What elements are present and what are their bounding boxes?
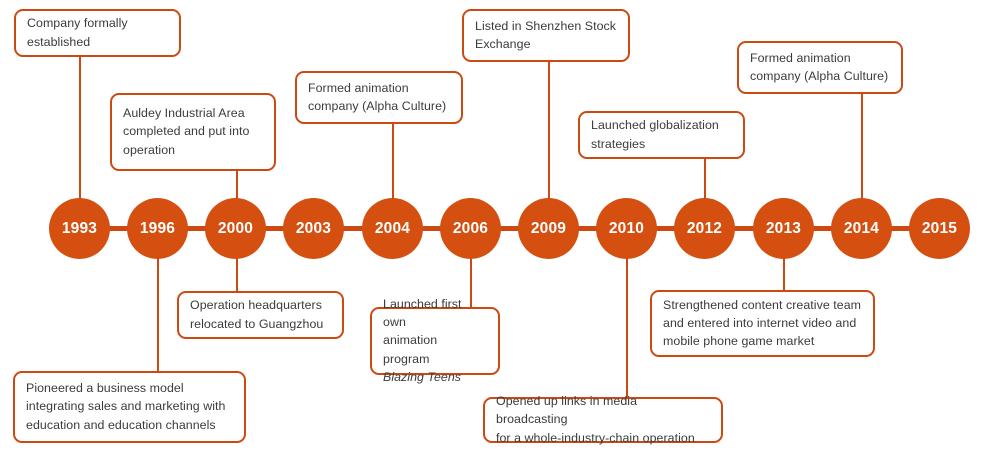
leader-line-2012 xyxy=(704,158,706,200)
node-year-label: 2000 xyxy=(217,219,254,237)
node-year-label: 2003 xyxy=(295,219,332,237)
timeline-node-2015[interactable]: 2015 xyxy=(909,198,970,259)
node-year-label: 2012 xyxy=(686,219,723,237)
callout-2000[interactable]: Operation headquarters relocated to Guan… xyxy=(177,291,344,339)
leader-line-2004 xyxy=(392,124,394,200)
spine-segment xyxy=(733,226,757,231)
callout-2012[interactable]: Launched globalization strategies xyxy=(578,111,745,159)
callout-2009[interactable]: Listed in Shenzhen Stock Exchange xyxy=(462,9,630,62)
callout-2010[interactable]: Opened up links in media broadcasting fo… xyxy=(483,394,723,445)
timeline-node-1993[interactable]: 1993 xyxy=(49,198,110,259)
node-year-label: 2009 xyxy=(530,219,567,237)
spine-segment xyxy=(186,226,210,231)
timeline-node-2006[interactable]: 2006 xyxy=(440,198,501,259)
callout-text: Pioneered a business model integrating s… xyxy=(26,381,226,432)
node-year-label: 2004 xyxy=(374,219,411,237)
callout-text: Launched globalization strategies xyxy=(591,118,719,151)
callout-line-1: Launched first own xyxy=(383,296,462,330)
callout-text: Formed animation company (Alpha Culture) xyxy=(308,80,447,113)
callout-text: Listed in Shenzhen Stock Exchange xyxy=(475,18,617,51)
callout-text: Opened up links in media broadcasting fo… xyxy=(496,394,695,445)
spine-segment xyxy=(655,226,679,231)
node-year-label: 2014 xyxy=(843,219,880,237)
spine-segment xyxy=(890,226,914,231)
callout-1996-above[interactable]: Auldey Industrial Area completed and put… xyxy=(110,93,276,171)
timeline-node-2009[interactable]: 2009 xyxy=(518,198,579,259)
leader-line-1993 xyxy=(79,56,81,200)
leader-line-2010 xyxy=(626,258,628,398)
callout-text: Auldey Industrial Area completed and put… xyxy=(123,106,250,157)
node-year-label: 2006 xyxy=(452,219,489,237)
timeline-node-2003[interactable]: 2003 xyxy=(283,198,344,259)
leader-line-2013 xyxy=(783,258,785,292)
spine-segment xyxy=(264,226,288,231)
node-year-label: 1996 xyxy=(139,219,176,237)
callout-text: Formed animation company (Alpha Culture) xyxy=(750,50,889,83)
callout-program-title: Blazing Teens xyxy=(383,369,462,384)
timeline-node-2000[interactable]: 2000 xyxy=(205,198,266,259)
timeline-node-2014[interactable]: 2014 xyxy=(831,198,892,259)
callout-1993[interactable]: Company formally established xyxy=(14,9,181,57)
node-year-label: 2013 xyxy=(765,219,802,237)
spine-segment xyxy=(499,226,523,231)
timeline-node-1996[interactable]: 1996 xyxy=(127,198,188,259)
spine-segment xyxy=(421,226,445,231)
leader-line-1996-below xyxy=(157,258,159,372)
callout-2004[interactable]: Formed animation company (Alpha Culture) xyxy=(295,71,463,124)
timeline-node-2013[interactable]: 2013 xyxy=(753,198,814,259)
leader-line-2014 xyxy=(861,93,863,200)
callout-text: Company formally established xyxy=(27,16,128,49)
callout-text: Operation headquarters relocated to Guan… xyxy=(190,298,324,331)
leader-line-1996-above xyxy=(236,170,238,200)
leader-line-2000 xyxy=(236,258,238,292)
spine-segment xyxy=(342,226,366,231)
leader-line-2006 xyxy=(470,258,472,308)
timeline-node-2010[interactable]: 2010 xyxy=(596,198,657,259)
node-year-label: 2010 xyxy=(608,219,645,237)
callout-2014[interactable]: Formed animation company (Alpha Culture) xyxy=(737,41,903,94)
timeline-node-2004[interactable]: 2004 xyxy=(362,198,423,259)
spine-segment xyxy=(577,226,601,231)
spine-segment xyxy=(812,226,836,231)
timeline-node-2012[interactable]: 2012 xyxy=(674,198,735,259)
callout-2013[interactable]: Strengthened content creative team and e… xyxy=(650,290,875,357)
spine-segment xyxy=(108,226,132,231)
callout-1996-below[interactable]: Pioneered a business model integrating s… xyxy=(13,371,246,443)
callout-text: Strengthened content creative team and e… xyxy=(663,297,862,349)
callout-line-2: animation program xyxy=(383,333,438,366)
leader-line-2009 xyxy=(548,62,550,200)
node-year-label: 2015 xyxy=(921,219,958,237)
node-year-label: 1993 xyxy=(61,219,98,237)
